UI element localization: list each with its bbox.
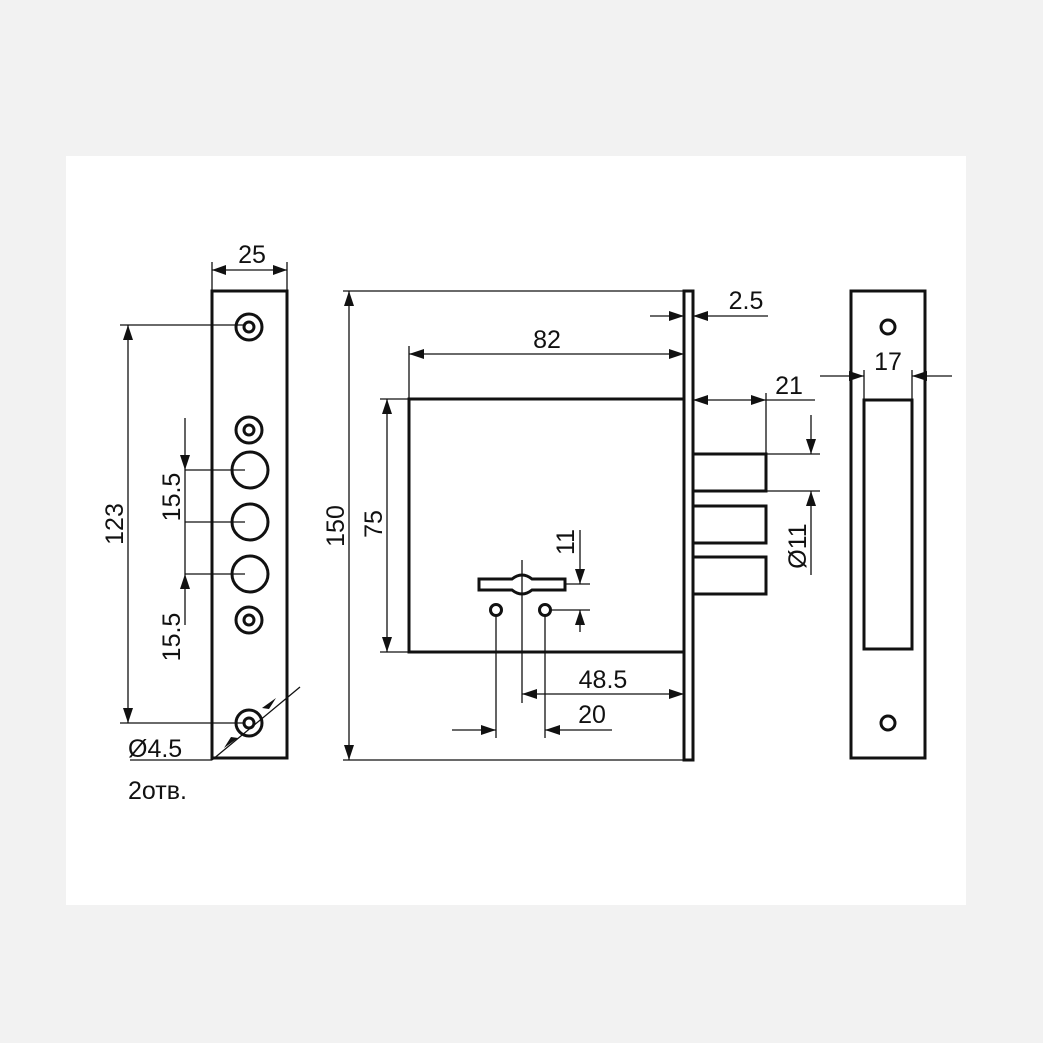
bolt-diameter-label: Ø11 <box>784 523 812 568</box>
overall-height-dimension: 150 <box>322 290 684 761</box>
cylinder-pin-left <box>489 603 503 617</box>
overall-height-label: 150 <box>322 505 350 547</box>
keyhole-height-label: 11 <box>552 529 580 555</box>
lower-pitch-label: 15.5 <box>158 613 186 662</box>
upper-pitch-label: 15.5 <box>158 473 186 522</box>
bolt-throw-dimension: 21 <box>693 372 815 454</box>
bolt-pitch-dimension: 15.5 15.5 <box>158 418 245 661</box>
bolt-2 <box>691 504 768 545</box>
strike-plate-outline <box>849 289 927 760</box>
hole-diameter-leader: Ø4.5 2отв. <box>128 686 301 805</box>
case-height-label: 75 <box>360 510 388 538</box>
hole-spacing-dimension: 123 <box>101 324 245 724</box>
bolt-1 <box>691 452 768 493</box>
case-depth-dimension: 82 <box>408 326 684 399</box>
backset-label: 48.5 <box>579 666 628 694</box>
strike-hole-top <box>879 318 897 336</box>
strike-plate-view: 17 <box>820 289 952 760</box>
plate-thickness-dimension: 2.5 <box>650 287 768 321</box>
cylinder-pin-right <box>538 603 552 617</box>
keyhole-slot <box>477 560 567 703</box>
strike-width-label: 17 <box>874 348 902 376</box>
bolt-diameter-dimension: Ø11 <box>766 415 820 575</box>
case-depth-label: 82 <box>533 326 561 354</box>
case-height-dimension: 75 <box>360 398 409 653</box>
strike-plate-opening <box>862 398 914 651</box>
bolt-throw-label: 21 <box>775 372 803 400</box>
hole-spacing-label: 123 <box>101 503 129 545</box>
drawing-sheet: 25 123 15.5 15.5 <box>66 156 966 905</box>
backset-dimension: 48.5 <box>522 666 684 699</box>
faceplate-view: 25 123 15.5 15.5 <box>101 241 301 805</box>
screw-hole-upper <box>234 415 264 445</box>
strike-hole-bottom <box>879 714 897 732</box>
hole-diameter-label: Ø4.5 <box>128 735 182 763</box>
strike-width-dimension: 17 <box>820 348 952 400</box>
faceplate-width-label: 25 <box>238 241 266 269</box>
screw-hole-lower <box>234 605 264 635</box>
hole-count-label: 2отв. <box>128 777 187 805</box>
keyhole-height-dimension: 11 <box>550 529 590 632</box>
faceplate-outline <box>210 289 289 760</box>
plate-thickness-label: 2.5 <box>729 287 764 315</box>
bolt-3 <box>691 555 768 596</box>
pin-spacing-dimension: 20 <box>452 615 612 738</box>
pin-spacing-label: 20 <box>578 701 606 729</box>
faceplate-width-dimension: 25 <box>211 241 288 291</box>
mounting-hole-top <box>234 312 264 342</box>
lock-body-view: 150 75 82 2.5 <box>322 287 820 762</box>
